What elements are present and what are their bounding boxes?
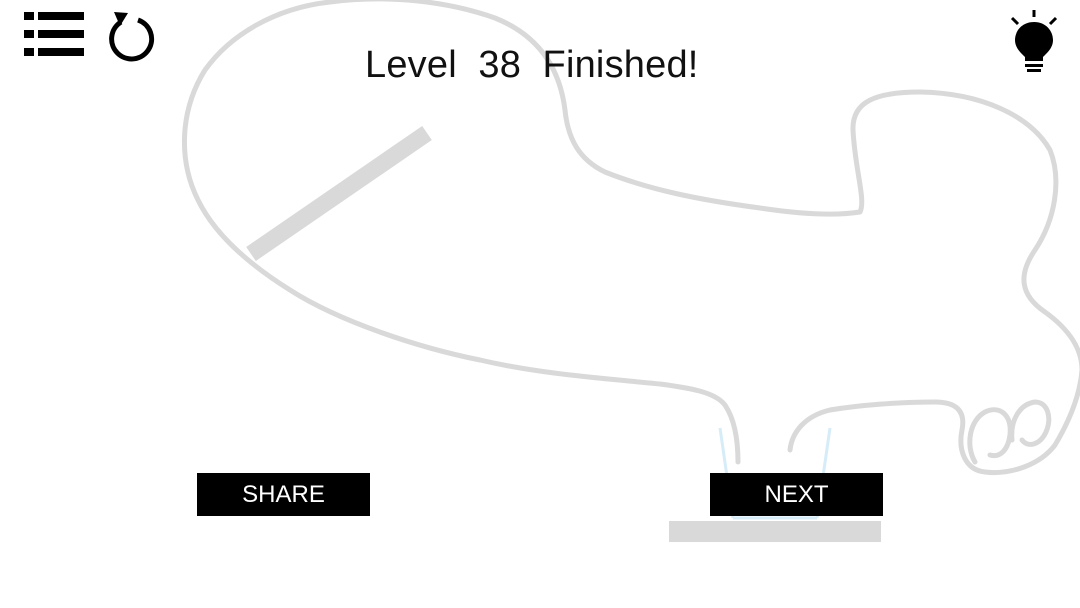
- share-button[interactable]: SHARE: [197, 473, 370, 516]
- next-button[interactable]: NEXT: [710, 473, 883, 516]
- level-prefix: Level: [365, 44, 457, 86]
- ground-platform: [669, 521, 881, 542]
- restart-icon[interactable]: [104, 8, 156, 62]
- list-menu-icon[interactable]: [22, 10, 86, 60]
- level-finished-title: Level 38 Finished!: [365, 44, 699, 87]
- level-number: 38: [478, 44, 522, 86]
- level-suffix: Finished!: [542, 44, 699, 86]
- drawn-line-loop: [967, 399, 1052, 465]
- angled-obstacle-bar: [246, 125, 432, 262]
- drawn-line: [182, 0, 1080, 476]
- lightbulb-hint-icon[interactable]: [1004, 8, 1064, 76]
